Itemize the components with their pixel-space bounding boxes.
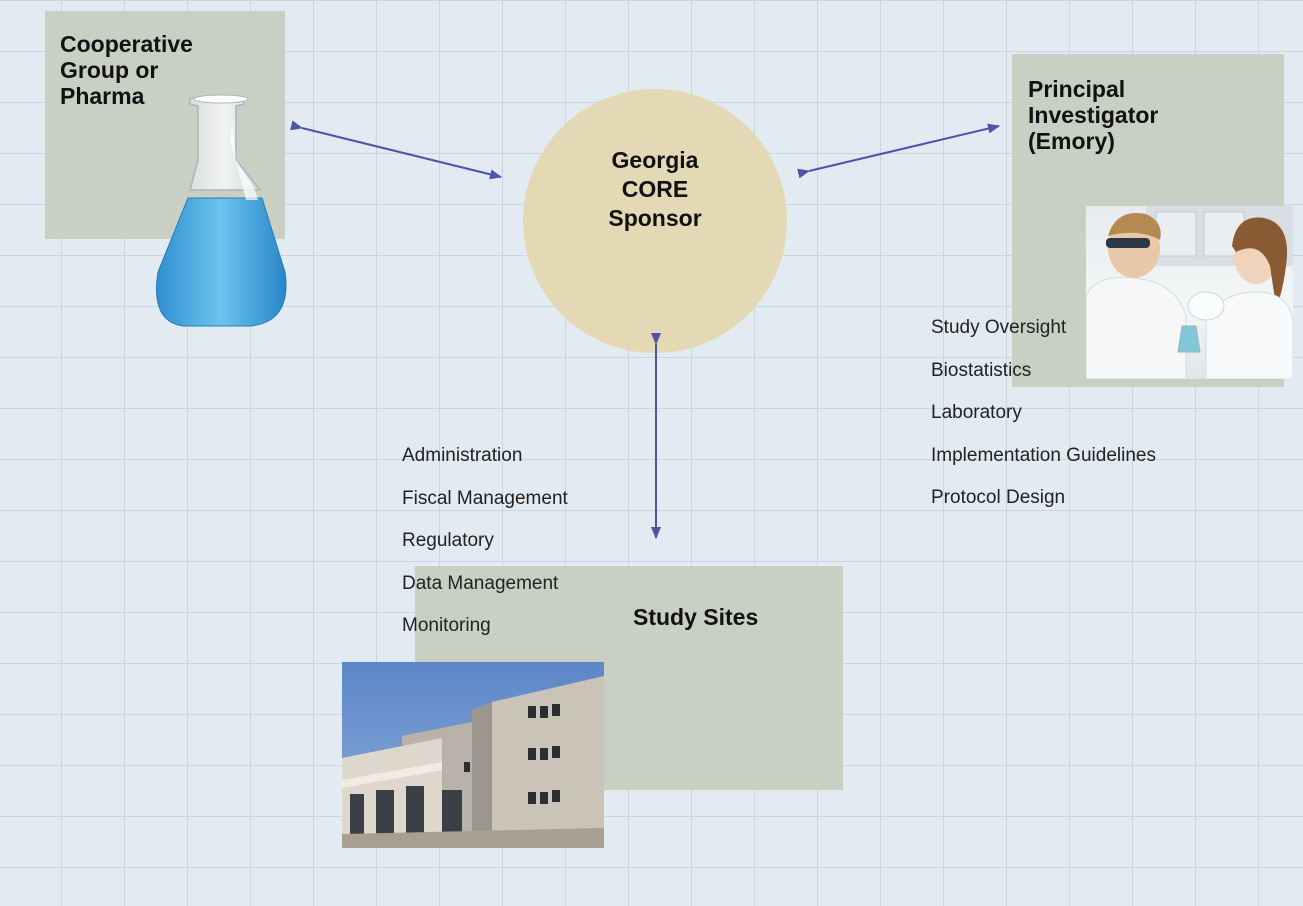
list-item: Biostatistics: [931, 359, 1032, 381]
list-item: Data Management: [402, 572, 559, 594]
list-item: Fiscal Management: [402, 487, 568, 509]
sponsor-title: Georgia CORE Sponsor: [608, 147, 702, 231]
list-item: Administration: [402, 445, 523, 466]
list-item: Monitoring: [402, 615, 491, 637]
arrow-pharma-sponsor: [290, 120, 502, 180]
list-item: Study Oversight: [931, 317, 1067, 338]
list-item: Protocol Design: [931, 487, 1066, 509]
investigator-title: Principal Investigator (Emory): [1028, 76, 1159, 154]
lab-scientists-photo: [1086, 206, 1293, 379]
list-item: Implementation Guidelines: [931, 444, 1156, 466]
pharma-title: Cooperative Group or Pharma: [60, 31, 193, 109]
hospital-building-photo: [342, 662, 604, 848]
sponsor-circle: [523, 89, 787, 353]
site-roles-list: Administration Fiscal Management Regulat…: [402, 435, 568, 648]
list-item: Laboratory: [931, 402, 1022, 424]
list-item: Regulatory: [402, 530, 494, 552]
sites-title: Study Sites: [633, 604, 759, 630]
investigator-roles-list: Study Oversight Biostatistics Laboratory…: [931, 307, 1156, 520]
arrow-sponsor-investigator: [797, 123, 1000, 179]
